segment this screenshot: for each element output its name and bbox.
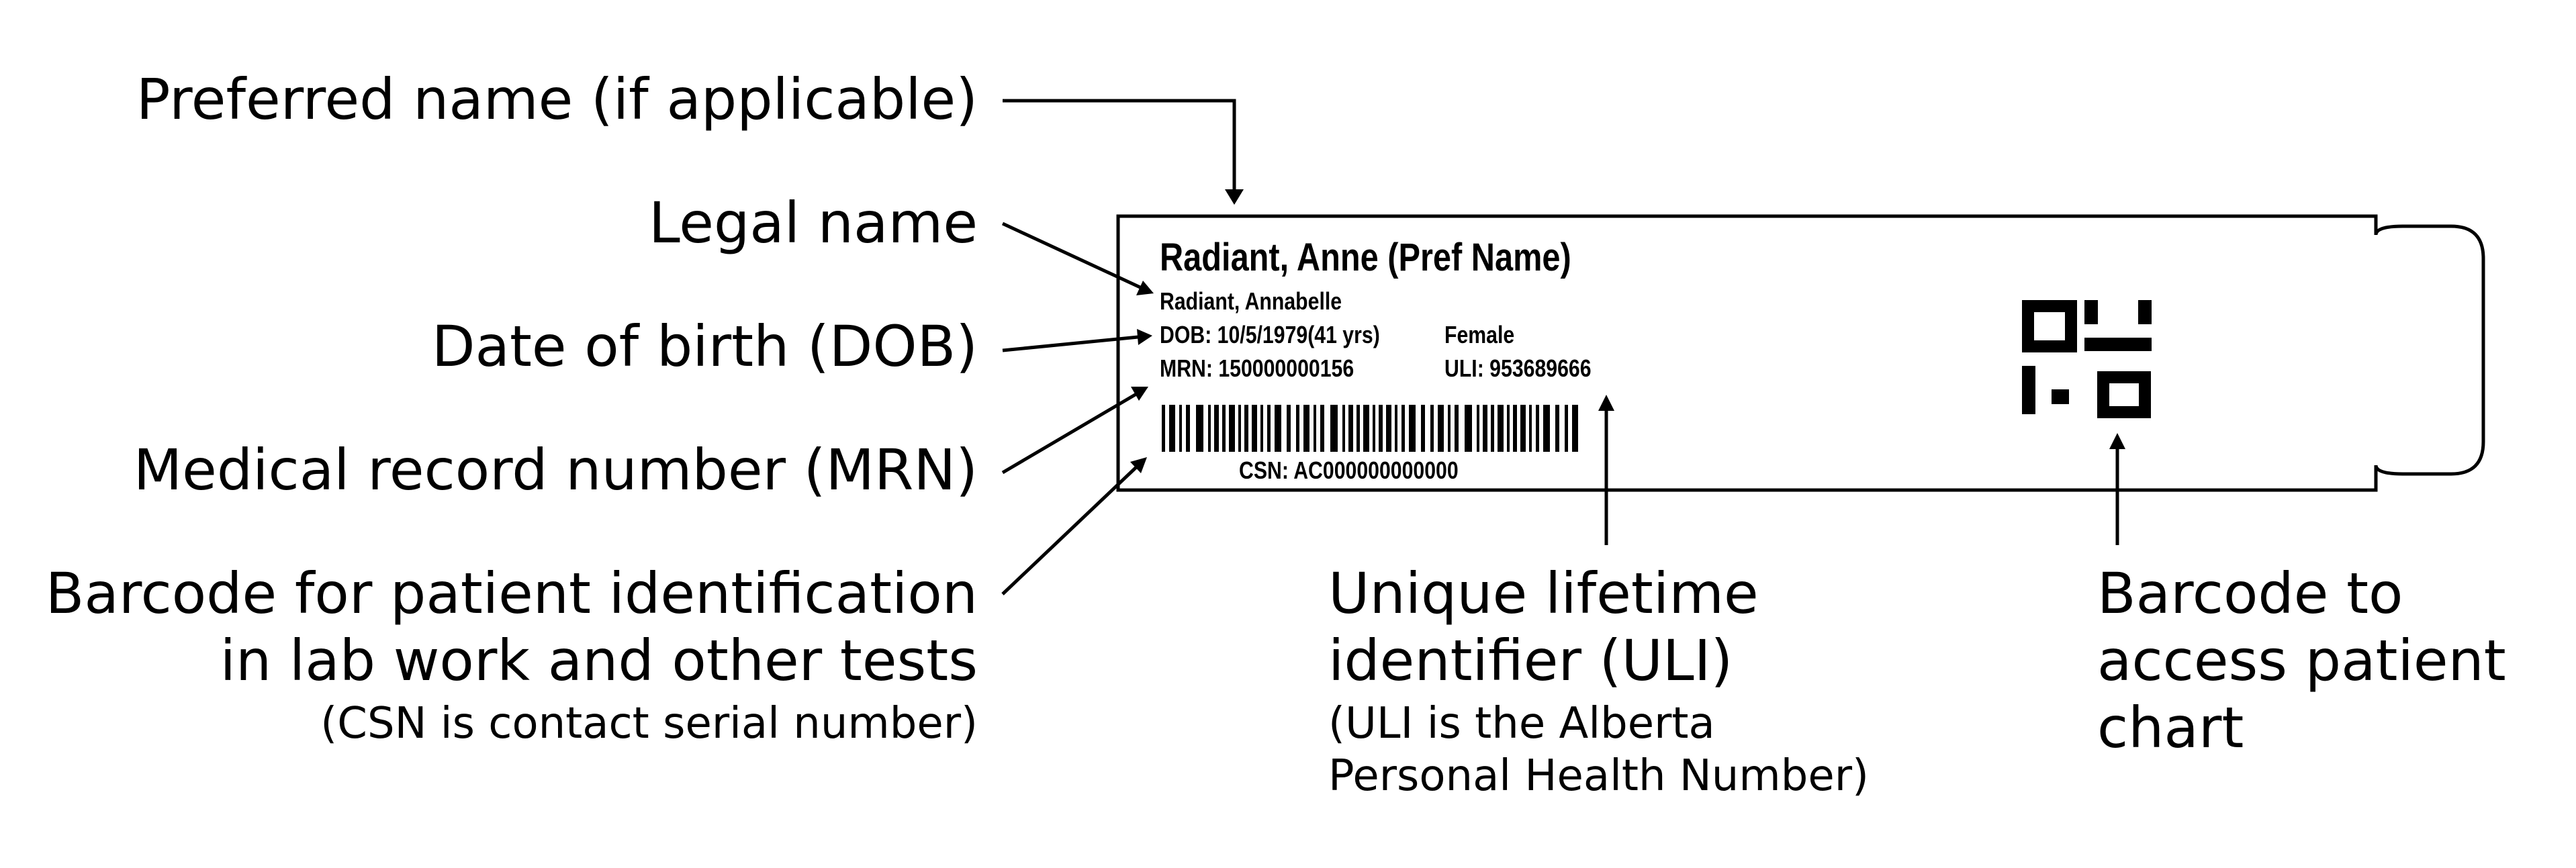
uli-note-line2: Personal Health Number) <box>1328 751 1869 801</box>
legal-name-arrow-icon <box>1001 222 1154 295</box>
uli-note-line1: (ULI is the Alberta <box>1328 699 1715 749</box>
chart-label-line3: chart <box>2097 695 2244 761</box>
barcode-id-note: (CSN is contact serial number) <box>320 699 978 749</box>
chart-label-line2: access patient <box>2097 628 2506 693</box>
dob-label: Date of birth (DOB) <box>431 314 978 379</box>
chart-label-line1: Barcode to <box>2097 561 2403 626</box>
wristband-outline <box>1116 214 2485 492</box>
wristband-preferred-name: Radiant, Anne (Pref Name) <box>1160 236 1571 279</box>
mrn-label: Medical record number (MRN) <box>133 437 978 503</box>
wristband-sex: Female <box>1444 321 1515 348</box>
barcode-arrow-icon <box>1001 457 1147 595</box>
chart-arrow-icon <box>2109 433 2125 545</box>
wristband-csn: CSN: AC000000000000 <box>1239 456 1459 484</box>
uli-arrow-icon <box>1598 395 1614 545</box>
legal-name-label: Legal name <box>648 190 978 256</box>
barcode-id-label-line2: in lab work and other tests <box>220 628 978 693</box>
wristband-mrn: MRN: 150000000156 <box>1160 354 1354 382</box>
preferred-name-label: Preferred name (if applicable) <box>136 66 978 132</box>
mrn-arrow-icon <box>1001 387 1148 475</box>
uli-label-line2: identifier (ULI) <box>1328 628 1733 693</box>
barcode-icon <box>1162 405 1578 452</box>
wristband-dob: DOB: 10/5/1979(41 yrs) <box>1160 321 1380 348</box>
barcode-id-label-line1: Barcode for patient identification <box>45 561 978 626</box>
wristband-legal-name: Radiant, Annabelle <box>1160 287 1342 315</box>
uli-label-line1: Unique lifetime <box>1328 561 1759 626</box>
preferred-name-arrow-icon <box>1003 99 1244 205</box>
qr-code-icon <box>2022 300 2152 418</box>
wristband-uli: ULI: 953689666 <box>1444 354 1592 382</box>
dob-arrow-icon <box>1002 329 1152 352</box>
